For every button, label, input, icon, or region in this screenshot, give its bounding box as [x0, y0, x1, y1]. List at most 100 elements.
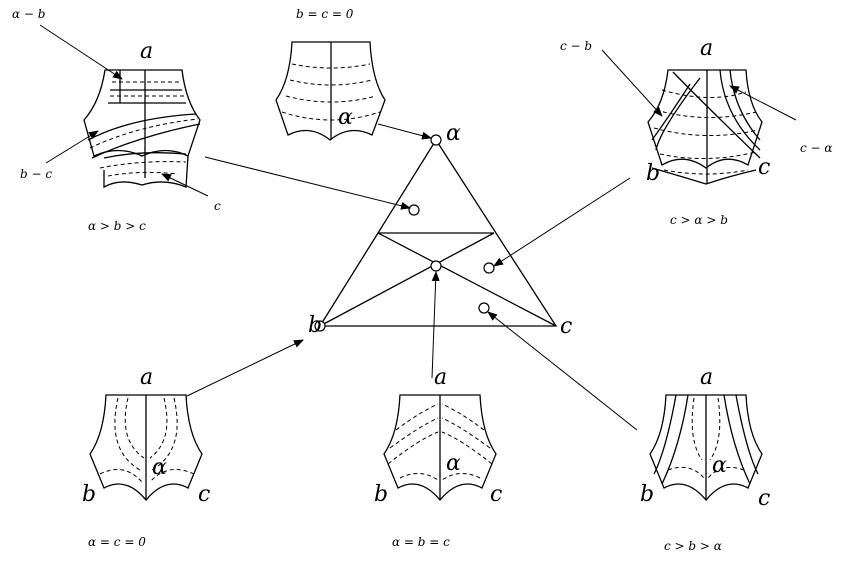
annotation-alpha-minus-b: α − b [12, 7, 45, 21]
central-triangle: α b c [308, 121, 572, 339]
panel-caption: c > α > b [670, 213, 728, 227]
panel-bottom [651, 167, 757, 185]
level-curve [291, 63, 371, 69]
panel-caption: c > b > α [664, 539, 722, 553]
arrow-top-right [493, 177, 631, 267]
corner-label-b: b [646, 161, 660, 186]
panel-top-right: a b c c − b c − α c > α > b [560, 36, 833, 227]
annotation-c: c [214, 199, 221, 213]
panel-outline [83, 69, 201, 157]
vertex-b-marker [314, 320, 326, 332]
strip-line [723, 394, 751, 485]
vertex-alpha-label: α [446, 121, 461, 146]
level-curve [281, 111, 381, 121]
strip-line [661, 394, 689, 485]
vertex-alpha-marker [430, 134, 442, 146]
point-c-b-alpha-marker [478, 302, 490, 314]
corner-label-a: a [434, 365, 447, 390]
arrows [186, 123, 638, 431]
center-label-alpha: α [446, 451, 461, 476]
level-curve [691, 397, 703, 461]
level-curve [149, 469, 195, 483]
level-curve [661, 89, 747, 98]
panel-outline [275, 41, 386, 141]
arrow-top-center [377, 123, 432, 140]
panel-top-left: a α − b b − c c α > b > c [12, 7, 221, 233]
level-curve [399, 473, 439, 481]
annotation-c-minus-b: c − b [560, 39, 592, 53]
level-curve [659, 151, 757, 159]
panel-top-center: α b = c = 0 [275, 7, 386, 141]
panel-bottom [103, 155, 189, 189]
level-curve [441, 417, 491, 449]
center-label-alpha: α [712, 453, 727, 478]
point-c-alpha-b-marker [483, 262, 495, 274]
level-curve [151, 397, 178, 471]
level-curve [114, 397, 141, 471]
arrow-top-left [204, 156, 411, 210]
panel-bottom-right: a b c α c > b > α [640, 365, 770, 553]
corner-label-c: c [758, 155, 770, 180]
panel-caption: α > b > c [88, 219, 146, 233]
corner-label-b: b [640, 482, 654, 507]
annotation-arrow [45, 130, 99, 164]
centroid-marker [430, 260, 442, 272]
panel-bottom-left: a b c α α = c = 0 [82, 365, 210, 549]
level-curve [395, 403, 439, 431]
level-curve [107, 171, 179, 177]
level-curve [99, 161, 187, 169]
level-curve [124, 397, 145, 459]
annotation-arrow [729, 85, 797, 121]
level-curve [667, 466, 705, 479]
arrow-bottom-left [186, 339, 304, 397]
corner-label-a: a [700, 36, 713, 61]
panel-caption: b = c = 0 [296, 7, 354, 21]
level-curve [441, 403, 485, 431]
strip-line [103, 152, 187, 159]
annotation-c-minus-alpha: c − α [800, 141, 833, 155]
corner-label-b: b [82, 482, 96, 507]
level-curve [653, 127, 759, 137]
strip-line [672, 71, 761, 159]
arrow-bottom-right [487, 311, 638, 431]
arrow-bottom-center [431, 271, 440, 379]
level-curve [389, 417, 439, 449]
panel-caption: α = c = 0 [88, 535, 146, 549]
triangle-median-right [319, 232, 495, 327]
corner-label-a: a [140, 39, 153, 64]
level-curve [655, 109, 757, 119]
corner-label-b: b [374, 482, 388, 507]
center-label-alpha: α [152, 455, 167, 480]
corner-label-c: c [490, 482, 502, 507]
level-curve [441, 473, 481, 481]
corner-label-a: a [140, 365, 153, 390]
strip-line [655, 77, 701, 151]
corner-label-c: c [758, 486, 770, 511]
center-label-alpha: α [338, 105, 353, 130]
level-curve [387, 431, 439, 465]
corner-label-c: c [198, 482, 210, 507]
level-curve [709, 397, 721, 461]
strip-line [653, 394, 677, 475]
point-alpha-b-c-marker [408, 204, 420, 216]
strip-line [87, 113, 197, 141]
annotation-arrow [161, 173, 209, 197]
level-curve [99, 469, 143, 483]
level-curve [149, 397, 168, 459]
level-curve [707, 466, 745, 479]
corner-label-a: a [700, 365, 713, 390]
annotation-arrow [601, 49, 663, 117]
panel-caption: α = b = c [392, 535, 450, 549]
vertex-b-label: b [308, 313, 322, 338]
triangle-median-left [377, 232, 557, 327]
level-curve [663, 169, 749, 175]
strip-line [729, 69, 761, 141]
annotation-arrow [39, 24, 123, 80]
panel-bottom-center: a b c α α = b = c [374, 365, 502, 549]
strip-line [91, 123, 201, 159]
vertex-c-label: c [560, 314, 572, 339]
strip-line [719, 69, 761, 151]
level-curve [89, 118, 199, 149]
